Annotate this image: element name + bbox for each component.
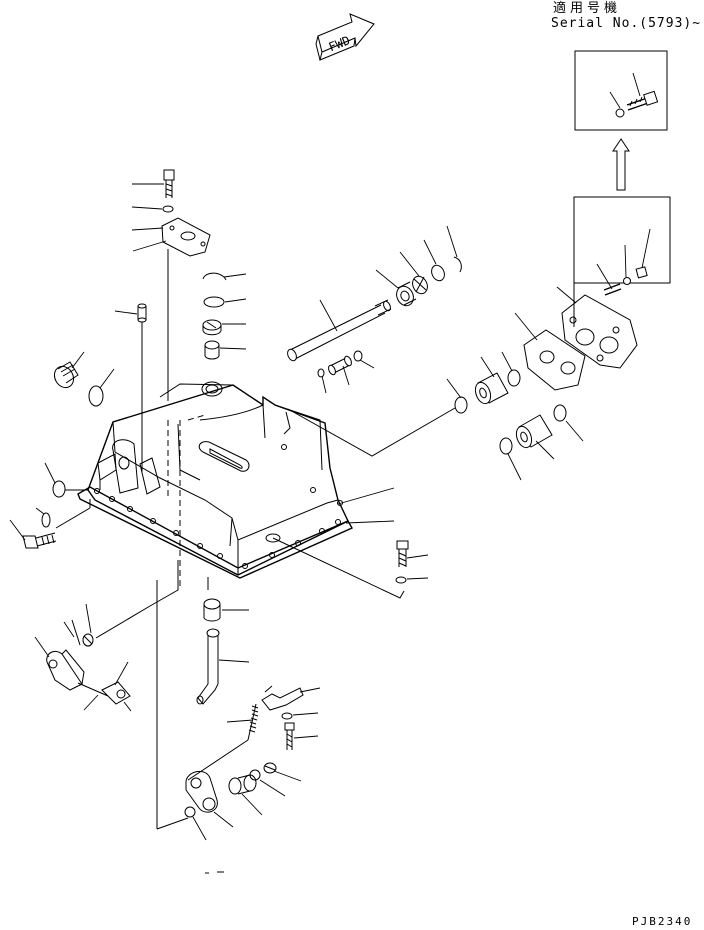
small-ring — [317, 368, 325, 378]
o-ring — [507, 369, 521, 387]
small-pin-2 — [71, 619, 81, 646]
cover-plate — [161, 217, 211, 257]
bottom-nut — [263, 762, 277, 774]
side-boss — [52, 480, 66, 498]
side-bolt — [22, 532, 57, 549]
right-washer — [395, 576, 407, 584]
continuation-mark — [205, 871, 224, 874]
spring — [187, 703, 259, 781]
spacer — [204, 340, 220, 360]
pin — [328, 355, 352, 376]
inset-bolt — [626, 90, 659, 111]
dowel-pin — [137, 303, 147, 323]
o-ring-3 — [553, 404, 567, 422]
bushing-upper — [474, 372, 509, 405]
gasket-plate — [514, 312, 586, 391]
detent-arm — [46, 649, 85, 691]
upgrade-arrow-icon — [612, 138, 630, 191]
lower-bushing — [203, 598, 221, 622]
old-parts-box — [573, 196, 671, 327]
bearing — [396, 281, 417, 307]
small-nut — [353, 350, 363, 362]
linkage-rod — [77, 681, 131, 705]
gasket-ring — [88, 385, 104, 407]
hidden-lines — [167, 414, 206, 590]
old-stud-bolt — [603, 283, 622, 296]
assembly-line — [287, 407, 456, 457]
serial-number-label: Serial No.(5793)~ — [551, 16, 702, 31]
clip-ring — [202, 272, 227, 281]
washer — [431, 264, 445, 282]
bracket — [261, 685, 304, 711]
side-washer — [41, 512, 51, 528]
bracket-washer — [281, 712, 293, 720]
base-flange — [77, 444, 405, 599]
left-nut — [82, 633, 94, 647]
drawing-id: PJB2340 — [632, 915, 693, 928]
shift-shaft — [287, 299, 392, 362]
applicable-models-label: 適用号機 — [553, 1, 622, 16]
fwd-arrow-label: FWD — [327, 33, 352, 54]
o-ring-4 — [499, 437, 513, 455]
lever-shaft — [196, 628, 220, 705]
inset-washer — [615, 108, 625, 118]
top-washer — [162, 205, 174, 213]
lever-washer — [184, 806, 196, 818]
snap-ring — [453, 256, 462, 273]
transmission-case — [60, 383, 349, 576]
o-ring-2 — [454, 396, 468, 414]
serial-inset-box — [574, 50, 668, 131]
top-bolt — [163, 169, 175, 198]
assembly-line-bottom — [156, 817, 189, 830]
bottom-lever — [185, 770, 218, 813]
flat-washer — [203, 296, 225, 308]
bottom-bushing — [228, 774, 257, 795]
right-bolt — [396, 540, 409, 567]
bushing-lower — [515, 414, 553, 449]
nut — [412, 275, 428, 295]
bracket-bolt — [284, 722, 295, 750]
flange-housing — [556, 286, 638, 369]
fwd-arrow-icon: FWD — [315, 13, 375, 61]
lock-nut — [202, 319, 222, 336]
cap-plug — [53, 361, 79, 389]
